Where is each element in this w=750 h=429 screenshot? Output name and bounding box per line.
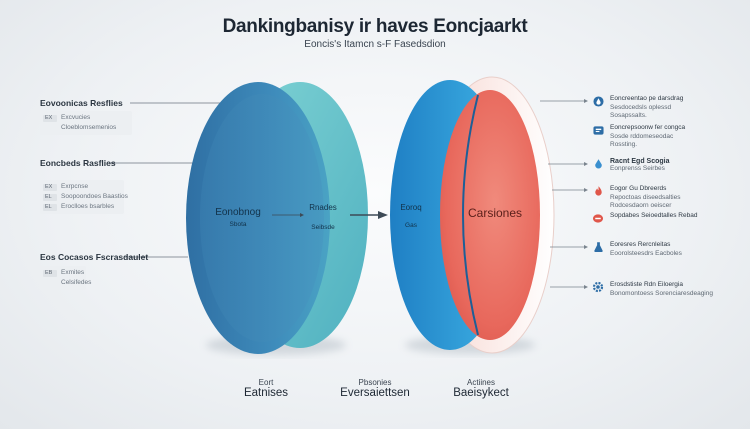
list-item: Celsifedes xyxy=(43,278,91,288)
caption-1: Eort Eatnises xyxy=(226,378,306,399)
caption-small: Pbsonies xyxy=(358,378,392,387)
left-disc-label: Eonobnog xyxy=(215,207,261,218)
item-text: Rossting. xyxy=(610,141,638,148)
right-disc xyxy=(390,76,555,354)
left-group-3: Eos Cocasos Fscrasdaulet EB Exmites Celsi… xyxy=(40,252,148,290)
item-text: Sopdabes Seioedtalles Rebad xyxy=(610,212,698,219)
left-group-heading: Eos Cocasos Fscrasdaulet xyxy=(40,252,149,262)
item-text: Sosapssalts. xyxy=(610,112,647,119)
item-text: Eonprenss Seirbes xyxy=(610,165,665,172)
item-text: Eoresres Rercnleitas xyxy=(610,241,671,248)
row-tag: EX xyxy=(43,114,57,122)
right-item-7: Erosdstiste Rdn Eiloergia Bonomontoess S… xyxy=(592,281,713,298)
item-text: Eoncreentao pe darsdrag xyxy=(610,95,684,102)
flask-icon xyxy=(592,241,604,253)
item-text: Sosde rddomeseodac xyxy=(610,132,674,140)
row-tag: EL xyxy=(43,203,57,211)
row-text: Soopoondoes Baastios xyxy=(61,193,128,200)
right-item-6: Eoresres Rercnleitas Eoorolsteesdrs Eacb… xyxy=(592,241,682,258)
caption-big: Baeisykect xyxy=(453,387,509,399)
row-text: Exrpcnse xyxy=(61,183,89,190)
right-item-4: Eogor Gu Dbreerds Repoctoas diseedsaltie… xyxy=(592,185,680,211)
item-text: Eoncrepsoonw fer congca xyxy=(610,124,686,131)
page-subtitle: Eoncis's Itamcn s-F Fasedsdion xyxy=(304,39,446,50)
left-group-1: Eovoonicas Resflies EX Excvucies Cloeblom… xyxy=(40,98,132,135)
list-item: EB Exmites xyxy=(43,268,85,278)
right-small-sublabel: Gas xyxy=(405,222,417,229)
right-item-1: Eoncreentao pe darsdrag Sesdocedsls ople… xyxy=(592,95,683,121)
item-text: Rodcesdaorn oeiscer xyxy=(610,202,672,209)
center-arrow xyxy=(272,211,388,219)
list-item: EX Excvucies xyxy=(43,113,129,123)
row-tag: EL xyxy=(43,193,57,201)
left-group-box: EX Exrpcnse EL Soopoondoes Baastios EL Eroc… xyxy=(40,180,128,214)
page-title: Dankingbanisy ir haves Eoncjaarkt xyxy=(222,16,528,37)
item-text: Sesdocedsls oplessd xyxy=(610,103,672,111)
left-group-box: EX Excvucies Cloeblomsemenios xyxy=(40,111,132,135)
right-item-2: Eoncrepsoonw fer congca Sosde rddomeseod… xyxy=(592,124,685,150)
caption-big: Eversaiettsen xyxy=(340,387,410,399)
item-heading: Racnt Egd Scogia xyxy=(610,158,670,165)
card-icon xyxy=(592,124,604,136)
right-disc-label: Carsiones xyxy=(467,206,523,220)
row-tag: EX xyxy=(43,183,57,191)
right-disc-face xyxy=(440,90,540,340)
row-text: Cloeblomsemenios xyxy=(61,124,117,131)
middle-sublabel: Seibsde xyxy=(311,224,335,231)
row-text: Exmites xyxy=(61,269,85,276)
row-text: Eroclloes bsarbles xyxy=(61,203,115,210)
left-group-box: EB Exmites Celsifedes xyxy=(40,266,91,290)
left-disc-sublabel: Sbota xyxy=(229,221,247,228)
list-item: EL Soopoondoes Baastios xyxy=(43,192,128,202)
item-text: Repoctoas diseedsalties xyxy=(610,193,681,201)
left-group-heading: Eovoonicas Resflies xyxy=(40,98,123,108)
row-tag: EB xyxy=(43,269,57,277)
list-item: Cloeblomsemenios xyxy=(43,123,129,133)
item-text: Eogor Gu Dbreerds xyxy=(610,185,667,192)
right-connectors xyxy=(540,99,588,289)
list-item: EX Exrpcnse xyxy=(43,182,121,192)
right-small-label: Eoroq xyxy=(400,203,422,212)
flame-icon xyxy=(592,185,604,197)
caption-3: Actiines Baeisykect xyxy=(436,378,526,399)
left-group-heading: Eoncbeds Rasflies xyxy=(40,158,116,168)
droplet-icon xyxy=(592,95,604,107)
gear-icon xyxy=(592,281,604,293)
item-text: Bonomontoess Sorenciaresdeaging xyxy=(610,289,713,297)
heart-icon xyxy=(592,212,604,224)
left-disc xyxy=(186,82,368,354)
caption-small: Eort xyxy=(258,378,274,387)
right-item-5: Sopdabes Seioedtalles Rebad xyxy=(592,212,697,224)
row-text: Celsifedes xyxy=(61,279,92,286)
middle-label: Rnades xyxy=(309,203,337,212)
caption-2: Pbsonies Eversaiettsen xyxy=(325,378,425,399)
item-text: Erosdstiste Rdn Eiloergia xyxy=(610,281,683,288)
drop-icon xyxy=(592,158,604,170)
caption-small: Actiines xyxy=(466,378,495,387)
item-text: Eoorolsteesdrs Eacboles xyxy=(610,249,682,257)
list-item: EL Eroclloes bsarbles xyxy=(43,202,121,212)
right-item-3: Racnt Egd Scogia Eonprenss Seirbes xyxy=(592,158,670,174)
row-text: Excvucies xyxy=(61,114,91,121)
left-group-2: Eoncbeds Rasflies EX Exrpcnse EL Soopoondo… xyxy=(40,158,128,214)
caption-big: Eatnises xyxy=(243,387,289,399)
